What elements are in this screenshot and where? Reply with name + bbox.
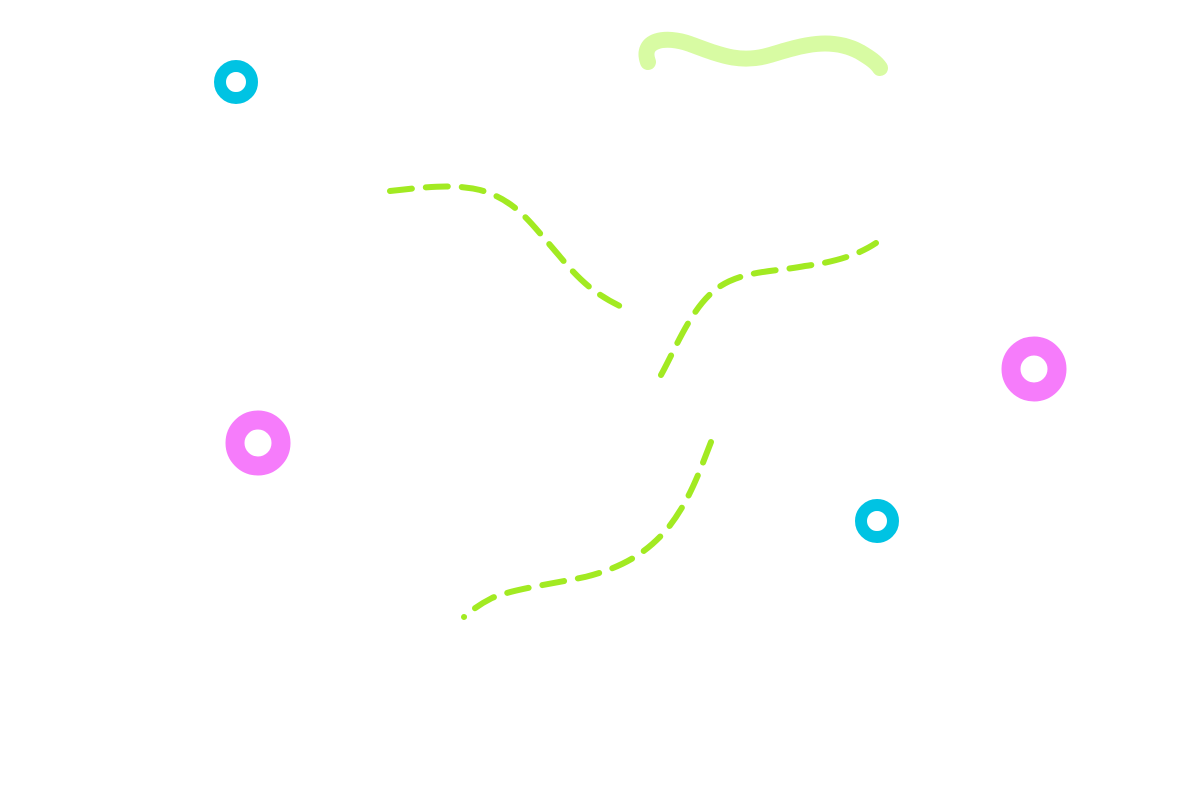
dashed-curve-upper-left [387, 183, 625, 310]
ring-magenta-left [225, 410, 291, 476]
wavy-line-top [638, 31, 888, 76]
dashed-curve-lower [461, 439, 714, 620]
ring-magenta-right [1001, 336, 1067, 402]
dashed-curve-upper-right [658, 240, 879, 378]
ring-cyan-right [855, 499, 899, 543]
ring-cyan-top-left [214, 60, 258, 104]
